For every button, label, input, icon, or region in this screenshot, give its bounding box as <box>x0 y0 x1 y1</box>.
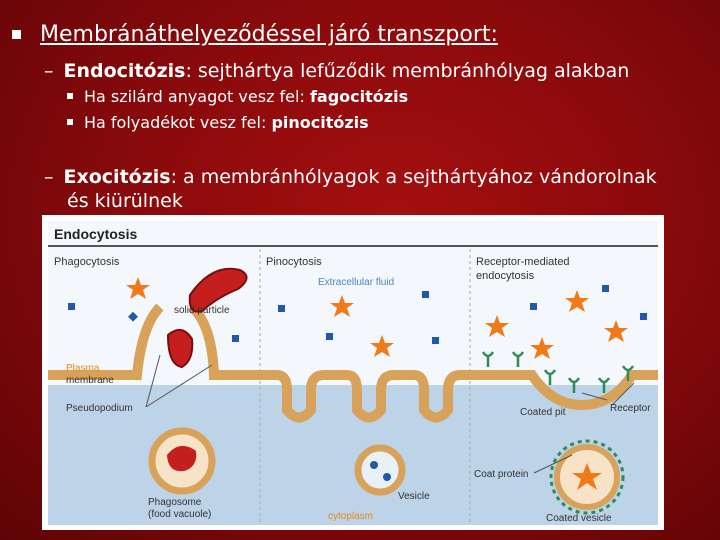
solute-dot <box>68 303 75 310</box>
star-particle <box>565 290 589 312</box>
phagocytosis-prefix: Ha szilárd anyagot vesz fel: <box>84 87 310 106</box>
leader-line <box>611 382 635 406</box>
heading-rule <box>48 245 658 247</box>
solute-dot <box>602 285 609 292</box>
label-pseudopodium: Pseudopodium <box>66 403 133 414</box>
receptor-icon <box>511 351 525 367</box>
phagocytosis-line: Ha szilárd anyagot vesz fel: fagocitózis <box>67 87 409 106</box>
star-particle <box>330 295 354 317</box>
exocytosis-description: : a membránhólyagok a sejthártyához vánd… <box>170 166 657 188</box>
vesicle-star <box>572 463 602 490</box>
receptor-icon <box>621 365 635 381</box>
label-plasma: Plasma <box>66 363 100 374</box>
panel-title-pinocytosis: Pinocytosis <box>266 256 322 268</box>
panel-title-receptor: Receptor-mediated <box>476 256 570 268</box>
pinocytosis-line: Ha folyadékot vesz fel: pinocitózis <box>67 113 369 132</box>
endocytosis-figure: Endocytosis Phagocytosis Pinocytosis Rec… <box>42 215 664 530</box>
label-vesicle: Vesicle <box>398 491 430 502</box>
pinocytosis-term: pinocitózis <box>271 113 369 132</box>
receptor-icon <box>481 351 495 367</box>
label-coated-pit: Coated pit <box>520 407 566 418</box>
pinocytosis-prefix: Ha folyadékot vesz fel: <box>84 113 272 132</box>
vesicle <box>354 444 406 496</box>
label-phagosome: Phagosome <box>148 497 202 508</box>
solute-dot <box>326 333 333 340</box>
label-coat-protein: Coat protein <box>474 469 528 480</box>
star-particle <box>485 315 509 337</box>
panel-title-phagocytosis: Phagocytosis <box>54 256 120 268</box>
star-particle <box>370 335 394 357</box>
receptor-icon <box>567 377 581 393</box>
star-particle <box>530 337 554 359</box>
slide-title: Membránáthelyeződéssel járó transzport: <box>40 22 498 47</box>
star-particle <box>126 277 150 299</box>
endocytosis-line: –Endocitózis: sejthártya lefűződik membr… <box>44 60 629 82</box>
dash: – <box>44 166 54 188</box>
exocytosis-term: Exocitózis <box>63 166 171 188</box>
solute-dot <box>128 311 138 322</box>
plasma-membrane-pino <box>260 370 470 423</box>
star-particle <box>604 320 628 342</box>
endocytosis-term: Endocitózis <box>63 60 186 82</box>
solute-dot <box>232 335 239 342</box>
label-coated-vesicle: Coated vesicle <box>546 513 612 524</box>
endocytosis-description: : sejthártya lefűződik membránhólyag ala… <box>185 60 630 82</box>
leader-line <box>533 454 573 474</box>
panel-title-receptor-2: endocytosis <box>476 270 535 282</box>
sub-bullet <box>67 119 73 125</box>
solute-dot <box>432 337 439 344</box>
label-membrane: membrane <box>66 375 114 386</box>
exocytosis-line-2: és kiürülnek <box>67 190 183 212</box>
solute-dot <box>530 303 537 310</box>
phagosome-particle <box>167 445 197 472</box>
label-cytoplasm: cytoplasm <box>328 511 373 522</box>
dash: – <box>44 60 54 82</box>
label-food-vacuole: (food vacuole) <box>148 509 211 520</box>
receptor-icon <box>597 377 611 393</box>
solute-dot <box>640 313 647 320</box>
label-extracellular-fluid: Extracellular fluid <box>318 277 394 288</box>
engulfed-particle <box>166 328 194 369</box>
sub-bullet <box>67 93 73 99</box>
label-receptor: Receptor <box>610 403 651 414</box>
leader-line <box>145 364 213 408</box>
solute-dot <box>422 291 429 298</box>
vesicle-dot <box>383 473 391 481</box>
label-solid-particle: solid particle <box>174 305 230 316</box>
vesicle-dot <box>370 461 378 469</box>
leader-line <box>145 354 161 408</box>
plasma-membrane-receptor <box>470 370 658 411</box>
exocytosis-line: –Exocitózis: a membránhólyagok a sejthár… <box>44 166 657 188</box>
bullet-square <box>12 30 21 39</box>
endocytosis-diagram: Endocytosis Phagocytosis Pinocytosis Rec… <box>48 221 658 525</box>
coat-protein <box>549 439 625 515</box>
phagocytosis-term: fagocitózis <box>309 87 409 106</box>
solid-particle <box>188 267 248 313</box>
solute-dot <box>278 305 285 312</box>
leader-line <box>581 392 608 401</box>
figure-heading: Endocytosis <box>54 226 137 242</box>
receptor-icon <box>543 369 557 385</box>
